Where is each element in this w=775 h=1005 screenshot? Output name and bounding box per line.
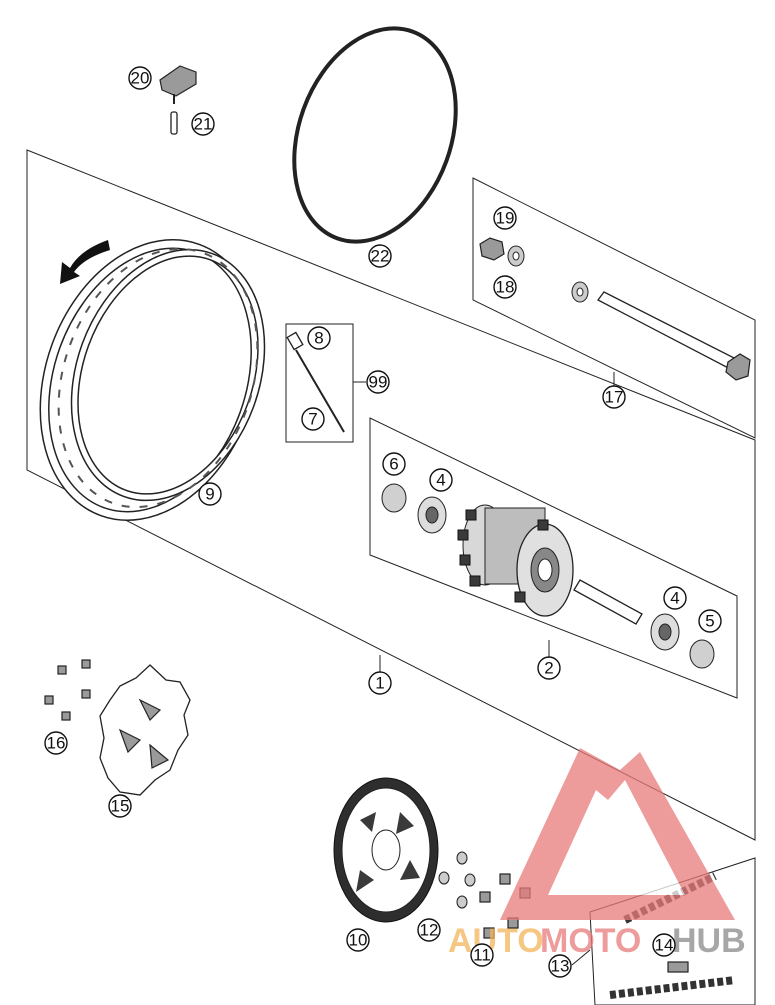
callout-9: 9 xyxy=(198,482,222,506)
svg-text:11: 11 xyxy=(473,946,491,965)
spoke-frame xyxy=(285,323,354,443)
watermark-text-hub: HUB xyxy=(672,922,746,960)
spoke xyxy=(286,331,345,433)
callout-13: 13 xyxy=(548,954,572,978)
wheel-assembly-frame xyxy=(26,149,756,841)
svg-text:21: 21 xyxy=(194,115,213,134)
spacer-left xyxy=(381,483,407,513)
brake-disc xyxy=(99,664,191,796)
callout-6: 6 xyxy=(382,452,406,476)
hub-assembly-frame xyxy=(369,417,738,699)
leader-13 xyxy=(571,949,591,966)
callout-22: 22 xyxy=(368,244,392,268)
svg-text:99: 99 xyxy=(369,373,388,392)
svg-text:4: 4 xyxy=(436,471,445,490)
callout-20: 20 xyxy=(128,66,152,90)
svg-text:4: 4 xyxy=(670,589,679,608)
svg-text:22: 22 xyxy=(371,247,390,266)
callout-2: 2 xyxy=(537,656,561,680)
sprocket xyxy=(333,777,439,923)
svg-text:9: 9 xyxy=(205,485,214,504)
svg-text:6: 6 xyxy=(389,455,398,474)
callout-7: 7 xyxy=(301,407,325,431)
callout-5: 5 xyxy=(698,609,722,633)
axle-washer xyxy=(571,281,589,303)
svg-text:16: 16 xyxy=(47,734,66,753)
watermark-logo: AUTO MOTO HUB xyxy=(448,748,746,960)
watermark-text-auto: AUTO xyxy=(448,922,544,960)
svg-text:15: 15 xyxy=(111,797,130,816)
rotation-arrow-icon xyxy=(60,240,110,284)
svg-text:8: 8 xyxy=(314,329,323,348)
svg-text:2: 2 xyxy=(544,659,553,678)
svg-text:12: 12 xyxy=(420,921,439,940)
svg-text:18: 18 xyxy=(496,278,515,297)
svg-text:1: 1 xyxy=(375,674,384,693)
callout-4a: 4 xyxy=(429,468,453,492)
svg-text:7: 7 xyxy=(308,410,317,429)
axle-assembly-frame xyxy=(472,177,756,439)
axle xyxy=(597,291,751,381)
disc-bolts xyxy=(44,659,91,721)
watermark-text-moto: MOTO xyxy=(540,922,641,960)
callout-18: 18 xyxy=(493,275,517,299)
bearing-right xyxy=(650,613,680,651)
callout-99: 99 xyxy=(366,370,390,394)
callout-11: 11 xyxy=(470,943,494,967)
svg-text:17: 17 xyxy=(605,388,624,407)
callout-12: 12 xyxy=(417,918,441,942)
callout-16: 16 xyxy=(44,731,68,755)
svg-text:5: 5 xyxy=(705,612,714,631)
callout-15: 15 xyxy=(108,794,132,818)
callout-19: 19 xyxy=(493,206,517,230)
rim xyxy=(39,239,266,521)
callout-8: 8 xyxy=(307,326,331,350)
svg-text:13: 13 xyxy=(551,957,570,976)
spacer-right xyxy=(689,639,715,669)
callout-4b: 4 xyxy=(663,586,687,610)
svg-text:14: 14 xyxy=(655,936,674,955)
valve-cap xyxy=(159,65,197,104)
svg-text:19: 19 xyxy=(496,209,515,228)
callout-21: 21 xyxy=(191,112,215,136)
callout-17: 17 xyxy=(602,385,626,409)
sleeve xyxy=(573,579,643,625)
rim-tape xyxy=(292,26,458,244)
washer xyxy=(507,245,525,267)
valve xyxy=(170,111,178,135)
callout-1: 1 xyxy=(368,671,392,695)
axle-nut xyxy=(479,237,505,261)
bearing-left xyxy=(417,496,447,534)
callout-14: 14 xyxy=(652,933,676,957)
svg-text:10: 10 xyxy=(349,931,368,950)
hub xyxy=(457,504,574,617)
sprocket-washers xyxy=(438,851,476,909)
callout-10: 10 xyxy=(346,928,370,952)
svg-text:20: 20 xyxy=(131,69,150,88)
